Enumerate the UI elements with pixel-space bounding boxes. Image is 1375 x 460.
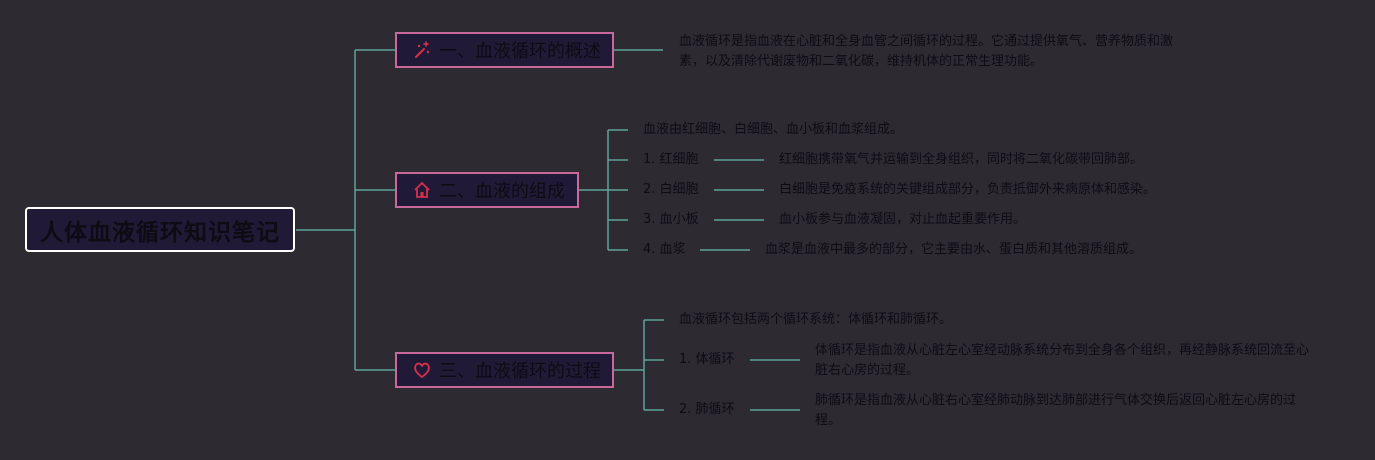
item-desc-systemic: 体循环是指血液从心脏左心室经动脉系统分布到全身各个组织，再经静脉系统回流至心脏右… [815,343,1310,378]
item-desc-platelets: 血小板参与血液凝固，对止血起重要作用。 [779,212,1027,227]
root-title: 人体血液循环知识笔记 [40,219,280,246]
branch-overview[interactable]: 一、血液循环的概述 [395,32,614,68]
magic-wand-icon [413,40,433,60]
overview-text: 血液循环是指血液在心脏和全身血管之间循环的过程。它通过提供氧气、营养物质和激素，… [679,34,1174,69]
item-label-white-cells: 2. 白细胞 [643,182,699,197]
root-node[interactable]: 人体血液循环知识笔记 [25,207,295,252]
composition-intro: 血液由红细胞、白细胞、血小板和血浆组成。 [643,122,904,137]
item-desc-plasma: 血浆是血液中最多的部分，它主要由水、蛋白质和其他溶质组成。 [765,242,1143,257]
heart-icon [413,360,433,380]
item-label-platelets: 3. 血小板 [643,212,699,227]
branch-title: 一、血液循环的概述 [439,41,601,62]
branch-title: 三、血液循环的过程 [439,361,601,382]
item-label-plasma: 4. 血浆 [643,242,686,257]
home-icon [413,180,433,200]
item-label-red-cells: 1. 红细胞 [643,152,699,167]
branch-composition[interactable]: 二、血液的组成 [395,172,579,208]
item-label-systemic: 1. 体循环 [679,352,735,367]
item-desc-red-cells: 红细胞携带氧气并运输到全身组织，同时将二氧化碳带回肺部。 [779,152,1144,167]
branch-process[interactable]: 三、血液循环的过程 [395,352,614,388]
process-intro: 血液循环包括两个循环系统：体循环和肺循环。 [679,312,953,327]
branch-title: 二、血液的组成 [439,181,565,202]
item-label-pulmonary: 2. 肺循环 [679,402,735,417]
item-desc-white-cells: 白细胞是免疫系统的关键组成部分，负责抵御外来病原体和感染。 [779,182,1157,197]
item-desc-pulmonary: 肺循环是指血液从心脏右心室经肺动脉到达肺部进行气体交换后返回心脏左心房的过程。 [815,393,1297,428]
